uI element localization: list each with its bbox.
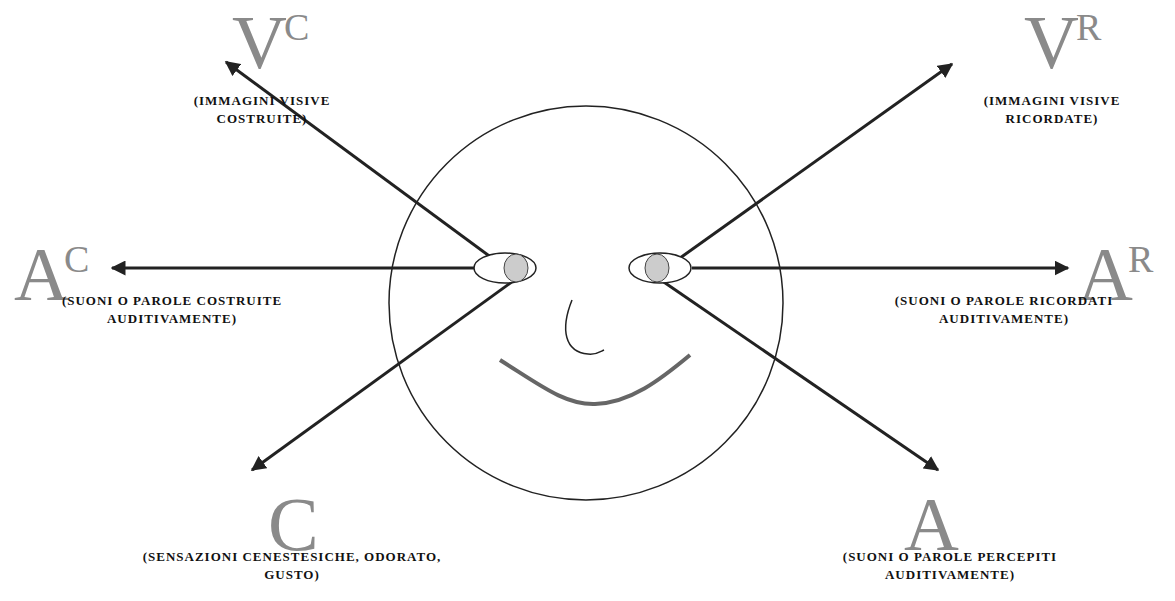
channel-caption: (SUONI O PAROLE COSTRUITE AUDITIVAMENTE) <box>22 292 322 327</box>
channel-caption: (IMMAGINI VISIVE COSTRUITE) <box>162 92 362 127</box>
channel-superscript: R <box>1128 240 1153 278</box>
left-eye <box>474 253 536 283</box>
right-eye <box>629 253 691 283</box>
channel-superscript: R <box>1076 8 1101 46</box>
channel-letter: V <box>232 4 287 80</box>
nose <box>566 300 604 354</box>
smile <box>500 355 690 404</box>
channel-caption: (SUONI O PAROLE PERCEPITI AUDITIVAMENTE) <box>800 548 1100 583</box>
channel-superscript: C <box>284 8 309 46</box>
channel-caption: (SENSAZIONI CENESTESICHE, ODORATO, GUSTO… <box>142 548 442 583</box>
channel-caption: (SUONI O PAROLE RICORDATI AUDITIVAMENTE) <box>854 292 1154 327</box>
channel-letter: A <box>14 236 69 312</box>
face-outline <box>389 106 783 500</box>
channel-superscript: C <box>64 240 89 278</box>
channel-caption: (IMMAGINI VISIVE RICORDATE) <box>952 92 1152 127</box>
channel-letter: V <box>1024 4 1079 80</box>
arrows <box>112 62 1068 470</box>
